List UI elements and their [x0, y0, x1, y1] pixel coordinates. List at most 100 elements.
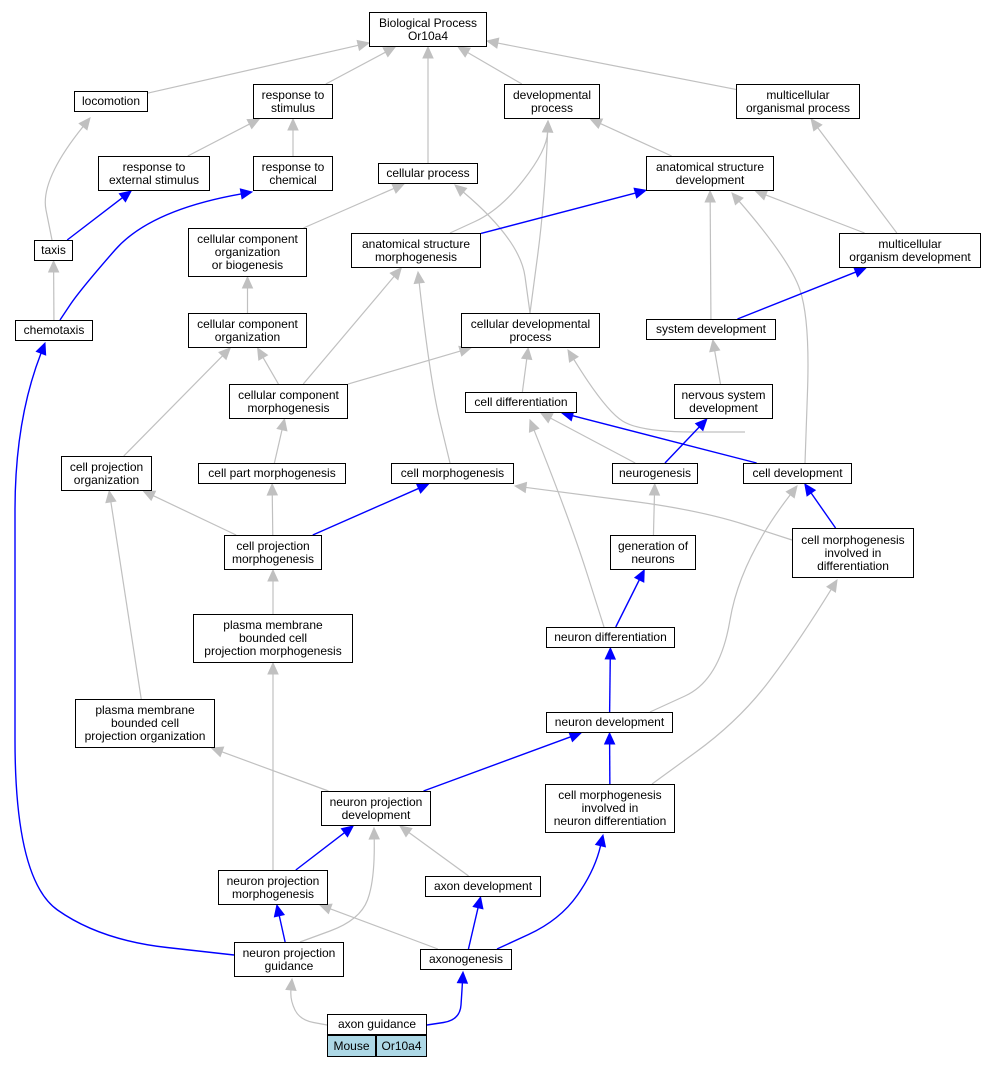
go-term-node-sysd[interactable]: system development	[646, 319, 776, 340]
arrowhead-cellp-to-bp	[422, 45, 434, 59]
edge-is_a-neurdev-to-celldev	[649, 494, 791, 713]
edge-part_of-neurdev-to-neurdiff	[608, 658, 611, 713]
arrowhead-cmid-to-celldev	[804, 483, 817, 497]
arrowhead-neurdiff-to-celldiff	[528, 418, 540, 433]
edge-is_a-ccob-to-cellp	[303, 187, 395, 229]
edge-is_a-cdp-to-devp	[529, 131, 549, 314]
arrowhead-axg-to-axono	[456, 970, 469, 984]
edge-is_a-cpartm-to-ccm	[273, 429, 283, 464]
arrowhead-cmind-to-cmid	[826, 578, 838, 593]
edge-part_of-neurdiff-to-gon	[615, 579, 640, 628]
go-term-node-loco[interactable]: locomotion	[74, 91, 148, 112]
go-term-node-cellmorph[interactable]: cell morphogenesis	[391, 463, 514, 484]
edge-is_a-mop-to-bp	[497, 42, 737, 91]
go-term-node-cmid[interactable]: cell morphogenesis involved in different…	[792, 528, 914, 578]
edge-is_a-asd-to-devp	[600, 123, 672, 157]
arrowhead-mop-to-bp	[485, 37, 500, 49]
go-term-node-mop[interactable]: multicellular organismal process	[736, 84, 860, 119]
arrowhead-cprojm-to-cpo	[142, 490, 157, 502]
go-term-node-npm[interactable]: neuron projection morphogenesis	[218, 870, 328, 905]
go-term-node-celldiff[interactable]: cell differentiation	[465, 392, 577, 413]
edge-part_of-neurogen-to-nsd	[664, 426, 700, 464]
go-term-node-ccob[interactable]: cellular component organization or bioge…	[188, 228, 307, 277]
go-term-node-chemo[interactable]: chemotaxis	[15, 320, 93, 341]
arrowhead-npd-to-pmbcpo	[210, 746, 225, 758]
arrowhead-chemo-to-taxis	[47, 259, 60, 273]
go-term-node-asd[interactable]: anatomical structure development	[646, 156, 774, 191]
edge-is_a-ccm-to-asm	[302, 276, 395, 385]
go-term-node-neurdev[interactable]: neuron development	[546, 712, 673, 733]
go-term-node-cco[interactable]: cellular component organization	[188, 313, 307, 348]
go-term-node-devp[interactable]: developmental process	[504, 84, 600, 119]
edge-part_of-celldev-to-celldiff	[572, 415, 757, 464]
edge-part_of-cprojm-to-cellmorph	[312, 487, 419, 536]
go-term-node-gon[interactable]: generation of neurons	[610, 535, 696, 570]
go-term-node-cellp[interactable]: cellular process	[378, 163, 478, 184]
go-term-node-npg[interactable]: neuron projection guidance	[234, 942, 344, 977]
edge-part_of-npm-to-npd	[295, 832, 345, 871]
edge-is_a-cprojm-to-cpo	[153, 495, 237, 536]
go-term-node-ccm[interactable]: cellular component morphogenesis	[229, 384, 348, 419]
go-term-node-rts[interactable]: response to stimulus	[253, 84, 333, 119]
arrowhead-cprojm-to-cellmorph	[415, 483, 430, 494]
arrowhead-loco-to-bp	[356, 39, 371, 52]
edge-part_of-axg-to-axono	[426, 982, 464, 1026]
arrowhead-npm-to-npd	[340, 825, 355, 838]
go-term-node-neurogen[interactable]: neurogenesis	[612, 463, 698, 484]
go-term-node-neurdiff[interactable]: neuron differentiation	[546, 627, 675, 648]
go-term-node-taxis[interactable]: taxis	[34, 240, 73, 261]
edge-is_a-loco-to-bp	[147, 44, 359, 94]
edge-is_a-ccm-to-cdp	[347, 350, 461, 385]
go-term-node-axdev[interactable]: axon development	[425, 876, 541, 897]
go-term-node-rtes[interactable]: response to external stimulus	[98, 156, 210, 191]
go-term-node-cpo[interactable]: cell projection organization	[61, 456, 152, 491]
arrowhead-cpo-to-cco	[218, 347, 232, 361]
go-term-node-npd[interactable]: neuron projection development	[321, 791, 431, 826]
go-term-node-cprojm[interactable]: cell projection morphogenesis	[224, 535, 322, 570]
go-term-node-mod[interactable]: multicellular organism development	[839, 233, 981, 268]
edge-part_of-asm-to-asd	[480, 192, 636, 235]
arrowhead-rts-to-bp	[382, 46, 397, 58]
arrowhead-asd-to-devp	[589, 118, 604, 130]
arrowhead-pmbcpo-to-cpo	[105, 489, 117, 504]
edge-part_of-npg-to-npm	[278, 915, 286, 943]
arrowhead-ccm-to-cco	[257, 346, 269, 361]
edge-part_of-cmid-to-celldev	[810, 492, 837, 529]
edge-is_a-gon-to-neurogen	[652, 494, 656, 536]
go-term-node-rtc[interactable]: response to chemical	[253, 156, 333, 191]
go-term-node-nsd[interactable]: nervous system development	[674, 384, 773, 419]
edge-is_a-npd-to-pmbcpo	[221, 751, 329, 792]
go-term-node-pmbcpm[interactable]: plasma membrane bounded cell projection …	[193, 614, 353, 663]
edge-is_a-asm-to-devp	[449, 131, 549, 234]
arrowhead-sysd-to-asd	[704, 189, 716, 203]
go-term-node-celldev[interactable]: cell development	[743, 463, 852, 484]
go-term-node-axono[interactable]: axonogenesis	[420, 949, 512, 970]
go-term-node-axg[interactable]: axon guidance	[327, 1014, 427, 1035]
edge-is_a-mod-to-mop	[817, 127, 898, 234]
edge-is_a-cdp-to-cellp	[463, 191, 531, 314]
arrowhead-taxis-to-rtes	[118, 190, 133, 203]
arrowhead-axono-to-npm	[318, 903, 333, 915]
arrowhead-cco-to-ccob	[241, 275, 254, 289]
arrowhead-neurdiff-to-gon	[633, 568, 645, 583]
go-term-node-cmind[interactable]: cell morphogenesis involved in neuron di…	[545, 784, 675, 833]
edge-is_a-celldev-to-asd	[738, 200, 809, 464]
arrowhead-cdp-to-devp	[541, 119, 554, 133]
arrowhead-cellmorph-to-asm	[413, 270, 426, 285]
arrowhead-cmind-to-neurdev	[603, 731, 616, 745]
go-term-node-cdp[interactable]: cellular developmental process	[461, 313, 600, 348]
go-term-node-pmbcpo[interactable]: plasma membrane bounded cell projection …	[75, 699, 215, 748]
edge-is_a-nsd-to-sysd	[714, 350, 722, 385]
edge-is_a-npg-to-npd	[299, 838, 375, 943]
arrowhead-npg-to-npm	[273, 903, 286, 918]
go-term-node-bp[interactable]: Biological Process Or10a4	[369, 12, 487, 47]
arrowhead-celldev-to-asd	[731, 192, 744, 206]
edge-is_a-rtes-to-rts	[187, 123, 250, 157]
arrowhead-gon-to-neurogen	[648, 482, 661, 496]
edge-is_a-cmind-to-cmid	[651, 589, 832, 785]
go-term-node-cpartm[interactable]: cell part morphogenesis	[198, 463, 346, 484]
go-term-node-asm[interactable]: anatomical structure morphogenesis	[351, 233, 481, 268]
arrowhead-npg-to-npd	[368, 826, 380, 840]
